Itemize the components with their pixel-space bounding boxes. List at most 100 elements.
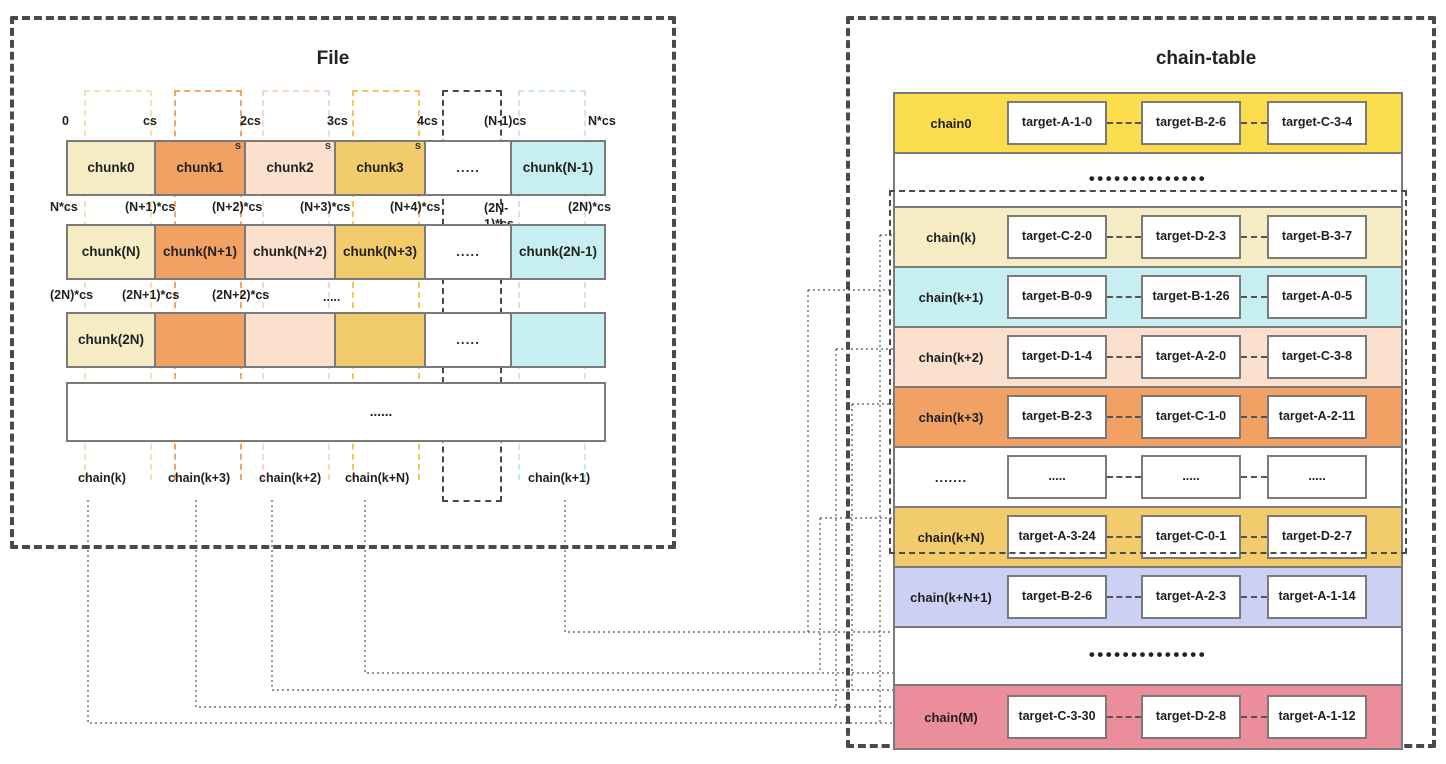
chain-link-dashed xyxy=(1241,236,1267,238)
chunk-cell xyxy=(512,384,604,440)
chunk-cell: chunk(N+2) xyxy=(246,226,336,278)
file-offset-2-1: (2N+1)*cs xyxy=(122,288,180,302)
chain-link-dashed xyxy=(1241,716,1267,718)
chain-target-cell[interactable]: target-C-3-8 xyxy=(1267,335,1367,379)
chain-target-cell: ..... xyxy=(1007,455,1107,499)
chain-target-cell[interactable]: target-D-1-4 xyxy=(1007,335,1107,379)
chain-target-cell[interactable]: target-A-1-0 xyxy=(1007,101,1107,145)
chain-target-cell[interactable]: target-A-0-5 xyxy=(1267,275,1367,319)
chain-target-cell[interactable]: target-B-3-7 xyxy=(1267,215,1367,259)
chain-row-name: chain(k+N+1) xyxy=(910,589,992,605)
chain-target-cell: ..... xyxy=(1141,455,1241,499)
chain-row-cells: target-C-3-30 target-D-2-8 target-A-1-12 xyxy=(1007,686,1401,748)
chunk-cell xyxy=(512,314,604,366)
chain-ellipsis-row: •••••••••••••• xyxy=(895,154,1401,208)
chain-target-cell[interactable]: target-B-0-9 xyxy=(1007,275,1107,319)
chain-link-dashed xyxy=(1107,236,1141,238)
chunk-cell: s chunk2 xyxy=(246,140,336,194)
chain-target-cell[interactable]: target-A-3-24 xyxy=(1007,515,1107,559)
file-offset-0-5: (N-1)cs xyxy=(484,114,527,128)
file-offset-2-3: ..... xyxy=(323,290,341,304)
chain-row[interactable]: chain(k+N) target-A-3-24 target-C-0-1 ta… xyxy=(895,508,1401,568)
chunk-cell xyxy=(246,384,336,440)
chunk-label: chunk2 xyxy=(266,160,314,176)
chain-link-dashed xyxy=(1107,536,1141,538)
chunk-cell: chunk(N) xyxy=(68,226,156,278)
chunk-cell xyxy=(426,384,512,440)
chain-target-cell[interactable]: target-C-0-1 xyxy=(1141,515,1241,559)
file-row-1: chunk(N) chunk(N+1) chunk(N+2) chunk(N+3… xyxy=(66,224,606,280)
chain-ellipsis-row: •••••••••••••• xyxy=(895,628,1401,686)
chain-target-cell[interactable]: target-C-1-0 xyxy=(1141,395,1241,439)
chunk-cell xyxy=(156,384,246,440)
chunk-label: chunk1 xyxy=(176,160,224,176)
file-row-0: chunk0 s chunk1 s chunk2 s chunk3 ..... … xyxy=(66,140,606,196)
chain-row-name: chain(k+3) xyxy=(918,409,984,425)
file-chain-tag-k2: chain(k+2) xyxy=(259,471,322,485)
chunk-label: chunk(2N) xyxy=(77,332,144,348)
chain-ellipsis-dots: •••••••••••••• xyxy=(1088,169,1208,188)
chunk-label: ..... xyxy=(456,244,480,260)
chain-target-cell[interactable]: target-A-2-11 xyxy=(1267,395,1367,439)
chunk-ellipsis: ..... xyxy=(426,142,512,194)
chain-target-cell[interactable]: target-C-2-0 xyxy=(1007,215,1107,259)
chain-table: chain0 target-A-1-0 target-B-2-6 target-… xyxy=(893,92,1403,750)
chain-link-dashed xyxy=(1241,416,1267,418)
chunk-label: chunk(N) xyxy=(81,244,141,260)
file-chain-tag-kN: chain(k+N) xyxy=(345,471,410,485)
chain-target-cell[interactable]: target-D-2-8 xyxy=(1141,695,1241,739)
chain-row-cells: ..... ..... ..... xyxy=(1007,448,1401,506)
chunk-superscript: s xyxy=(324,140,331,152)
chain-link-dashed xyxy=(1107,296,1141,298)
chain-target-cell[interactable]: target-D-2-7 xyxy=(1267,515,1367,559)
chain-row-name: chain0 xyxy=(930,115,972,131)
chain-link-dashed xyxy=(1241,122,1267,124)
chain-link-dashed xyxy=(1241,596,1267,598)
chain-target-cell[interactable]: target-A-1-12 xyxy=(1267,695,1367,739)
chain-row[interactable]: chain(M) target-C-3-30 target-D-2-8 targ… xyxy=(895,686,1401,748)
chain-link-dashed xyxy=(1107,122,1141,124)
chain-target-cell[interactable]: target-D-2-3 xyxy=(1141,215,1241,259)
chunk-label: ..... xyxy=(456,160,480,176)
chain-target-cell[interactable]: target-A-2-0 xyxy=(1141,335,1241,379)
chain-link-dashed xyxy=(1107,716,1141,718)
file-offset-0-3: 3cs xyxy=(327,114,348,128)
chain-link-dashed xyxy=(1241,356,1267,358)
chain-row[interactable]: chain(k+1) target-B-0-9 target-B-1-26 ta… xyxy=(895,268,1401,328)
chain-row[interactable]: chain(k+2) target-D-1-4 target-A-2-0 tar… xyxy=(895,328,1401,388)
chain-row[interactable]: chain(k+N+1) target-B-2-6 target-A-2-3 t… xyxy=(895,568,1401,628)
chain-row-name: chain(k) xyxy=(926,229,976,245)
file-row-2: chunk(2N) ..... xyxy=(66,312,606,368)
chain-row-name: chain(k+1) xyxy=(918,289,984,305)
chain-link-dashed xyxy=(1107,356,1141,358)
chain-ellipsis-dots: •••••••••••••• xyxy=(1088,645,1208,664)
file-offset-0-6: N*cs xyxy=(588,114,616,128)
chain-link-dashed xyxy=(1241,296,1267,298)
chain-row-cells: target-A-1-0 target-B-2-6 target-C-3-4 xyxy=(1007,94,1401,152)
chunk-label: chunk0 xyxy=(87,160,135,176)
chain-target-cell[interactable]: target-B-2-6 xyxy=(1007,575,1107,619)
chunk-ellipsis: ..... xyxy=(426,314,512,366)
file-panel xyxy=(10,16,676,549)
chunk-label: ..... xyxy=(456,332,480,348)
chain-row[interactable]: chain(k) target-C-2-0 target-D-2-3 targe… xyxy=(895,208,1401,268)
file-panel-title: File xyxy=(316,48,350,69)
chain-target-cell[interactable]: target-C-3-30 xyxy=(1007,695,1107,739)
chunk-cell: chunk0 xyxy=(68,142,156,194)
chain-row[interactable]: chain0 target-A-1-0 target-B-2-6 target-… xyxy=(895,94,1401,154)
chain-target-cell[interactable]: target-A-2-3 xyxy=(1141,575,1241,619)
chain-row-cells: target-D-1-4 target-A-2-0 target-C-3-8 xyxy=(1007,328,1401,386)
chain-target-cell[interactable]: target-B-2-3 xyxy=(1007,395,1107,439)
chain-target-cell[interactable]: target-A-1-14 xyxy=(1267,575,1367,619)
chain-row-name: chain(M) xyxy=(924,709,978,725)
chain-row[interactable]: chain(k+3) target-B-2-3 target-C-1-0 tar… xyxy=(895,388,1401,448)
chain-link-dashed xyxy=(1107,416,1141,418)
chain-target-cell: ..... xyxy=(1267,455,1367,499)
chunk-cell: s chunk3 xyxy=(336,140,426,194)
chunk-cell: chunk(N+1) xyxy=(156,226,246,278)
chain-target-cell[interactable]: target-B-2-6 xyxy=(1141,101,1241,145)
chain-row-name: ....... xyxy=(934,469,968,485)
chain-target-cell[interactable]: target-B-1-26 xyxy=(1141,275,1241,319)
file-chain-tag-k: chain(k) xyxy=(78,471,126,485)
chain-target-cell[interactable]: target-C-3-4 xyxy=(1267,101,1367,145)
